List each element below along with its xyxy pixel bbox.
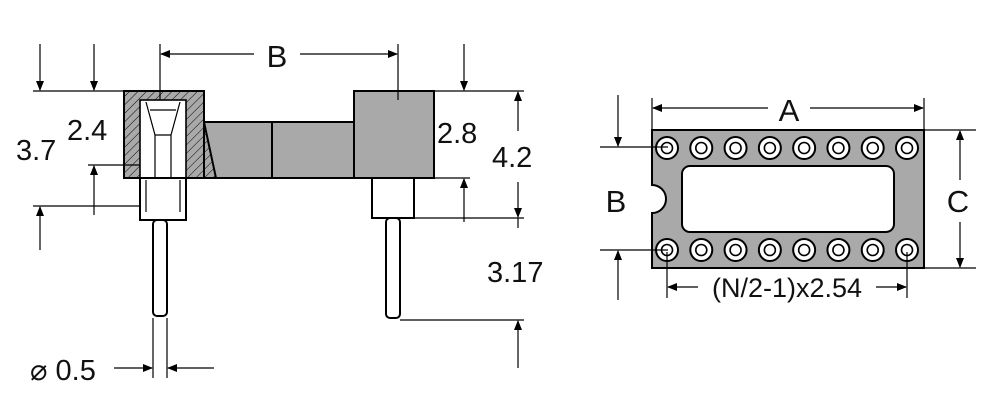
dim-b2-label: B [606, 184, 627, 219]
dim-c-label: C [947, 184, 969, 219]
side-right-sleeve [371, 177, 415, 219]
side-body-right-block [353, 90, 435, 179]
contact-hole-inner-top-6 [832, 141, 845, 155]
dim-2-4-label: 2.4 [67, 115, 107, 147]
side-left-sleeve-taper [145, 180, 181, 212]
dim-0-5-label: ⌀ 0.5 [30, 355, 96, 387]
contact-hole-inner-top-7 [866, 141, 880, 155]
top-window [681, 165, 895, 233]
side-right-pin [385, 217, 401, 319]
contact-hole-inner-bottom-4 [763, 243, 777, 257]
contact-hole-inner-top-2 [694, 141, 708, 155]
dim-2-8-label: 2.8 [437, 118, 477, 150]
contact-hole-inner-top-4 [763, 141, 777, 155]
side-left-contact-spring [145, 101, 181, 178]
top-holes-row [655, 136, 919, 160]
dim-3-7-label: 3.7 [16, 135, 56, 167]
side-view: B 3.7 2.4 2.8 4.2 3.17 ⌀ 0.5 [16, 39, 543, 387]
contact-hole-inner-top-1 [660, 141, 674, 155]
bottom-holes-row [655, 238, 919, 262]
dim-a-label: A [779, 93, 800, 128]
dim-4-2-label: 4.2 [492, 142, 532, 174]
contact-hole-inner-bottom-2 [694, 243, 708, 257]
contact-hole-inner-bottom-5 [797, 243, 811, 257]
contact-hole-inner-bottom-3 [729, 243, 742, 257]
contact-hole-inner-bottom-7 [866, 243, 880, 257]
dim-pitch-label: (N/2-1)x2.54 [712, 273, 862, 303]
contact-hole-inner-top-8 [900, 141, 914, 155]
side-left-pin [152, 219, 168, 317]
side-left-sleeve-lower [139, 177, 187, 221]
side-left-sleeve [139, 99, 187, 179]
contact-hole-inner-top-3 [729, 141, 742, 155]
contact-hole-inner-top-5 [797, 141, 811, 155]
dim-b-label: B [267, 39, 288, 74]
contact-hole-inner-bottom-6 [832, 243, 845, 257]
side-body-bar [189, 121, 361, 179]
dim-3-17-label: 3.17 [487, 257, 543, 289]
top-view: A B C (N/2-1)x2.54 [600, 93, 976, 303]
